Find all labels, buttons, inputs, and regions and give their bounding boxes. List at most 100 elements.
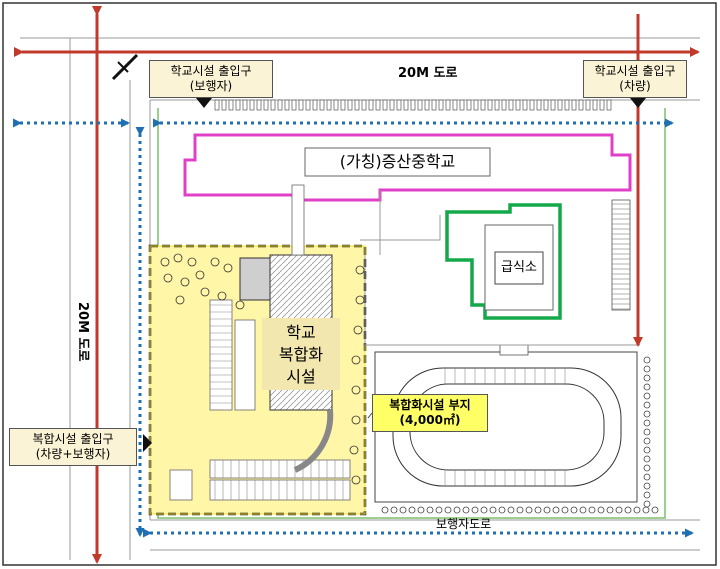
tree [351,355,361,365]
fence-post [270,99,276,111]
callout-line: 학교시설 출입구 [170,64,252,78]
tree [489,506,497,514]
fence-post [354,99,360,111]
fence-post [382,99,388,111]
fence-post [445,99,451,111]
tree [525,506,533,514]
tree [643,482,651,490]
tree [471,506,479,514]
tree [444,506,452,514]
fence-post [333,99,339,111]
fence-post [235,99,241,111]
tree [642,506,650,514]
tree [175,295,185,305]
fence-post [410,99,416,111]
tree [552,506,560,514]
tree [643,419,651,427]
tree [570,506,578,514]
tree [195,270,205,280]
tree [643,392,651,400]
tree [643,464,651,472]
tree [643,491,651,499]
north-road-label: 20M 도로 [398,66,458,81]
fence-post [228,99,234,111]
tree [173,253,183,263]
tree [223,263,233,273]
fence-post [557,99,563,111]
school-label-box [304,147,491,177]
tree [606,506,614,514]
fence-post [592,99,598,111]
fence-post [326,99,332,111]
fence-post [550,99,556,111]
fence-post [543,99,549,111]
complex-label-bg [262,318,340,390]
fence-post [389,99,395,111]
fence-post [277,99,283,111]
fence-post [214,99,220,111]
callout-line: 복합시설 출입구 [32,432,114,446]
top-fence-strip [214,99,612,111]
tree [351,385,361,395]
fence-post [515,99,521,111]
tree [163,273,173,283]
complex-label-line: 복합화 [278,345,324,364]
fence-post [487,99,493,111]
tree [435,506,443,514]
tree [643,410,651,418]
fence-post [221,99,227,111]
fence-post [585,99,591,111]
tree [624,506,632,514]
fence-post [459,99,465,111]
tree [633,506,641,514]
tree [588,506,596,514]
tree [480,506,488,514]
entrance-marker-complex [143,434,152,452]
fence-post [298,99,304,111]
site-callout-leader [367,412,373,419]
tree [417,506,425,514]
fence-post [571,99,577,111]
tree [160,257,170,267]
fence-post [340,99,346,111]
tree [355,295,365,305]
fence-post [424,99,430,111]
tree [597,506,605,514]
callout-line: (보행자) [189,79,233,93]
fence-post [368,99,374,111]
tree [349,445,359,455]
fence-post [501,99,507,111]
cafeteria-label-box [494,251,544,285]
fence-post [417,99,423,111]
tree [516,506,524,514]
east-parking-stripes [612,203,630,310]
tree [217,291,227,301]
tree [351,475,361,485]
fence-post [431,99,437,111]
tree [235,300,245,310]
tree [381,506,389,514]
fence-post [564,99,570,111]
tree [643,500,651,508]
fence-post [305,99,311,111]
parking-stripes [210,304,344,500]
fence-post [494,99,500,111]
ramp [293,409,334,473]
east-parking [611,199,631,311]
trees [160,253,365,485]
cafeteria-label: 급식소 [501,260,537,275]
fence-post [396,99,402,111]
school-pedestrian-entrance-callout: 학교시설 출입구 (보행자) [149,60,273,98]
callout-line: 학교시설 출입구 [594,64,676,78]
tree [651,506,659,514]
tree [643,437,651,445]
tree [579,506,587,514]
complex-label-line: 시설 [286,367,316,386]
fence-post [319,99,325,111]
tree [643,356,651,364]
fence-post [536,99,542,111]
complex-site-inner [149,245,366,515]
callout-line: (4,000㎡) [399,413,461,427]
fence-post [242,99,248,111]
